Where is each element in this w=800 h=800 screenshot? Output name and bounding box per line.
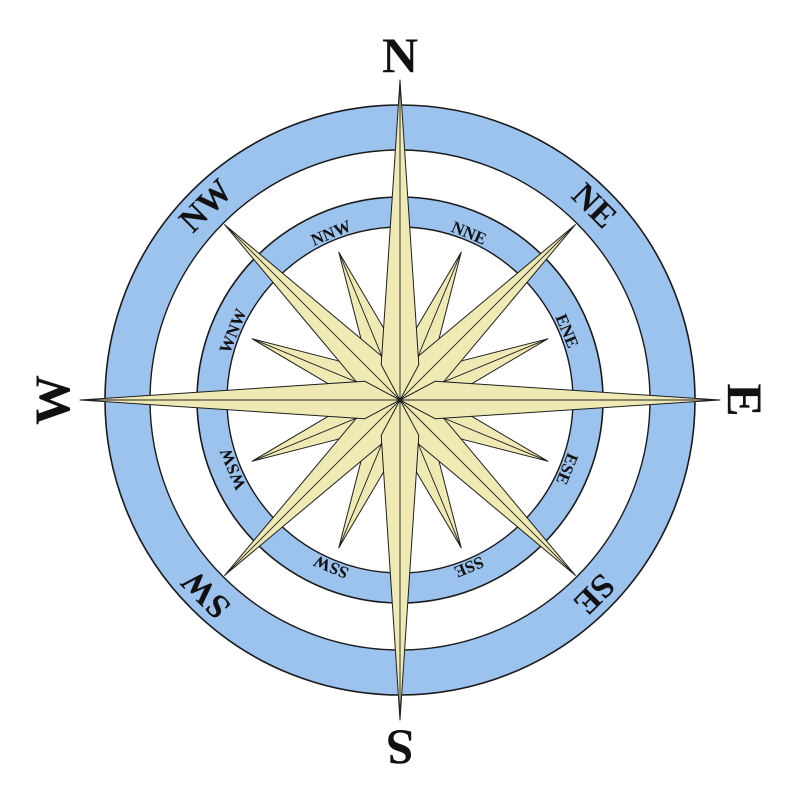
label-east: E	[717, 383, 773, 416]
northwest-star-ridge	[224, 224, 401, 401]
label-south: S	[386, 720, 414, 776]
northeast-star-ridge	[399, 224, 576, 401]
label-north: N	[382, 27, 418, 83]
southeast-star-ridge	[399, 399, 576, 576]
star-cardinal-points	[79, 79, 721, 721]
star-intercardinal-points	[224, 224, 576, 576]
label-west: W	[24, 375, 80, 425]
southwest-star-ridge	[224, 399, 401, 576]
